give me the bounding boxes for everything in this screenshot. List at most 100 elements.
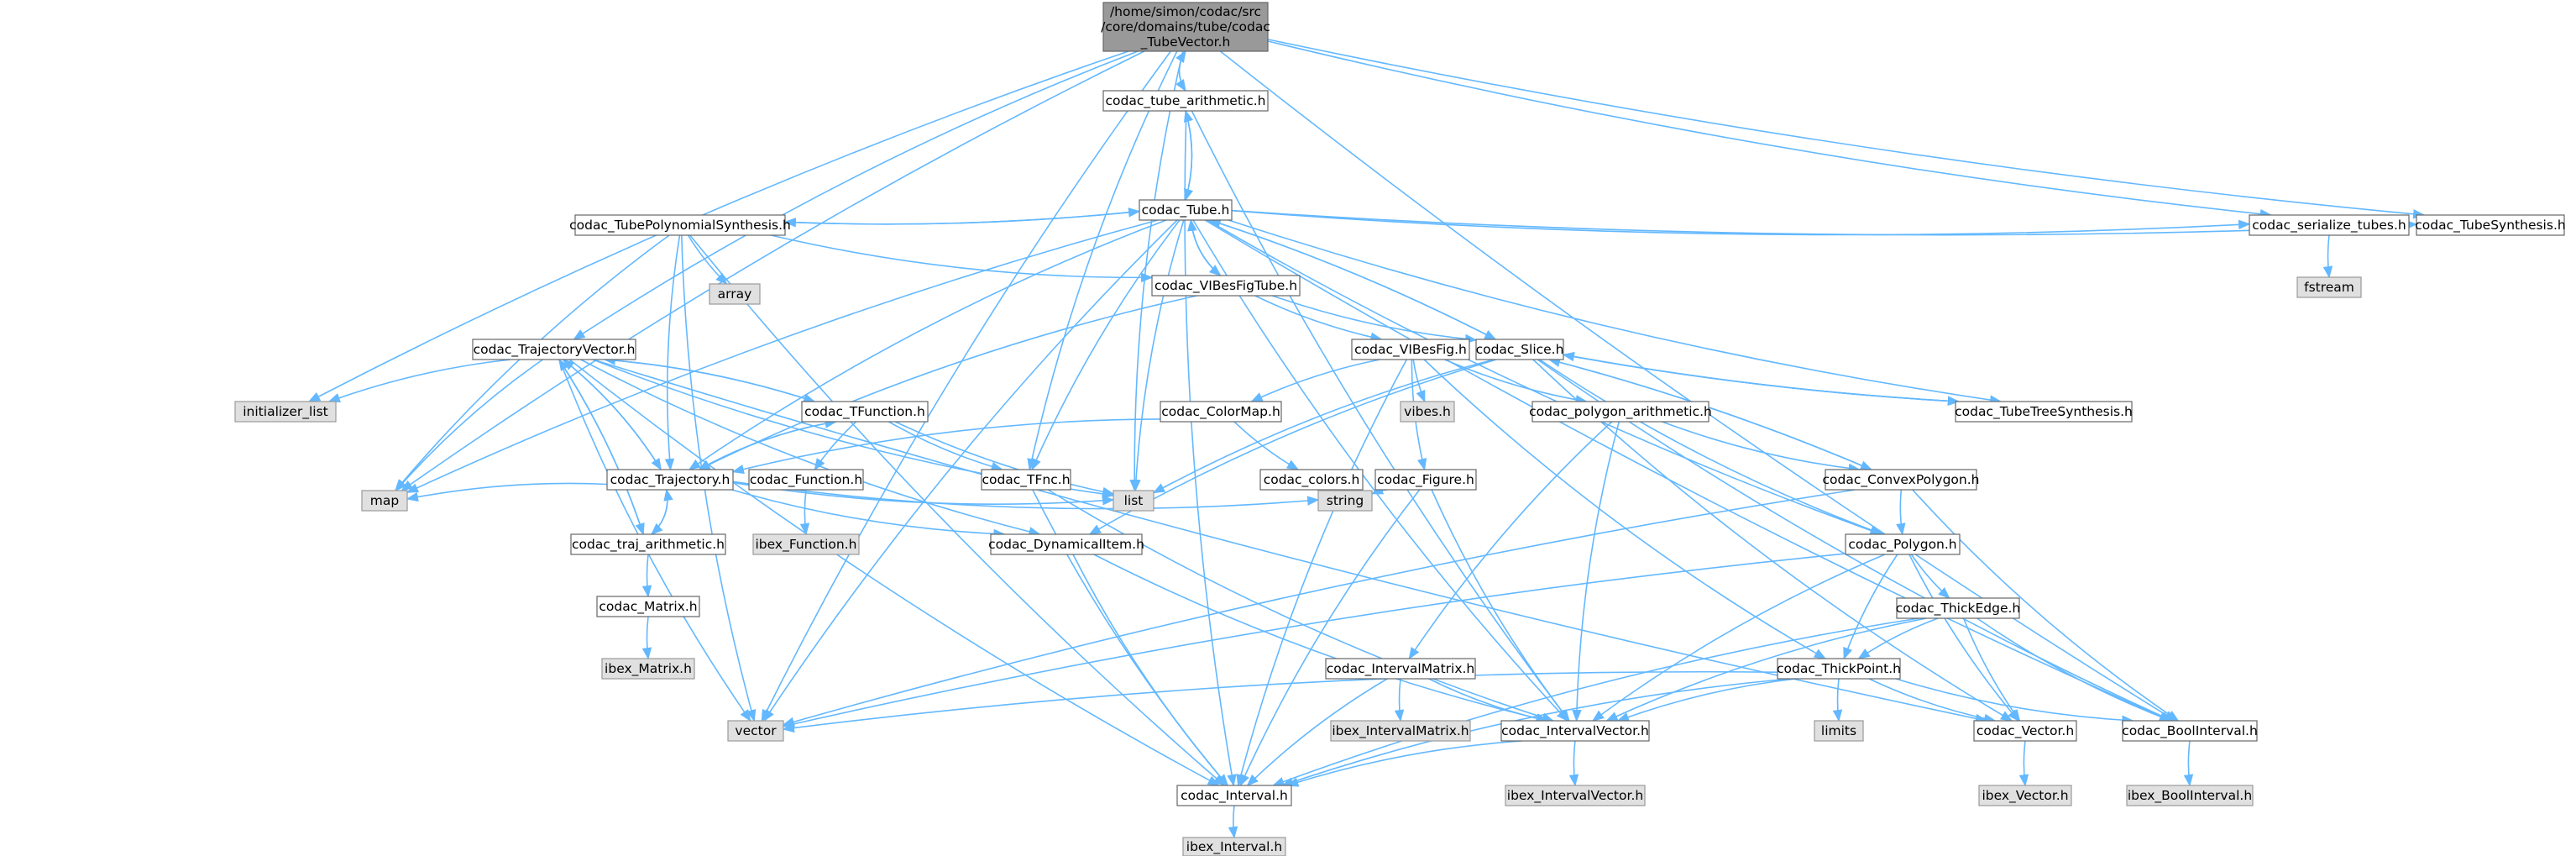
- edge-thickpoint-to-cvector: [1868, 678, 1997, 724]
- node-trajvec[interactable]: codac_TrajectoryVector.h: [472, 339, 636, 360]
- node-label: ibex_Function.h: [755, 537, 856, 553]
- node-function[interactable]: codac_Function.h: [748, 469, 864, 491]
- edge-root-to-map: [401, 50, 1145, 491]
- node-tube[interactable]: codac_Tube.h: [1139, 199, 1233, 221]
- edge-root-to-serialize: [1267, 40, 2273, 219]
- edge-tps-to-trajectory: [664, 234, 681, 471]
- node-trajarith[interactable]: codac_traj_arithmetic.h: [570, 533, 726, 555]
- node-box: [1777, 658, 1901, 680]
- edge-tube_arith-to-intvector: [1191, 110, 1570, 722]
- edge-vibesfigtube-to-vibesfig: [1254, 295, 1383, 342]
- edge-intmatrix-to-ibexintmat: [1394, 678, 1405, 722]
- node-label: codac_IntervalVector.h: [1501, 723, 1649, 739]
- node-polyarith[interactable]: codac_polygon_arithmetic.h: [1529, 401, 1712, 423]
- edge-cvector-to-ibexvec: [2018, 740, 2029, 787]
- node-map: map: [361, 490, 408, 512]
- edge-tps-to-array: [687, 234, 728, 286]
- node-label: fstream: [2304, 280, 2354, 295]
- node-box: [1896, 597, 2020, 619]
- edge-tube-to-intvector: [1192, 219, 1568, 722]
- node-ibexint: ibex_Interval.h: [1182, 837, 1286, 856]
- node-tfnc[interactable]: codac_TFnc.h: [981, 469, 1071, 491]
- edge-tps-to-interval: [689, 234, 1226, 786]
- node-interval[interactable]: codac_Interval.h: [1176, 785, 1292, 806]
- edge-trajarith-to-trajvec: [558, 358, 644, 535]
- edge-tube-to-polygon: [1207, 219, 1882, 536]
- node-cvector[interactable]: codac_Vector.h: [1973, 720, 2077, 742]
- node-vibesfigtube[interactable]: codac_VIBesFigTube.h: [1151, 275, 1301, 297]
- node-label: codac_Slice.h: [1476, 342, 1564, 358]
- node-label: codac_tube_arithmetic.h: [1105, 93, 1265, 109]
- node-label: /core/domains/tube/codac: [1101, 19, 1270, 34]
- edge-tube-to-boolint: [1204, 219, 2172, 722]
- node-label: vector: [735, 723, 777, 738]
- node-label: limits: [1821, 723, 1856, 738]
- node-label: _TubeVector.h: [1140, 34, 1231, 50]
- node-matrix[interactable]: codac_Matrix.h: [596, 596, 700, 617]
- node-polygon[interactable]: codac_Polygon.h: [1845, 533, 1961, 555]
- node-tps[interactable]: codac_TubePolynomialSynthesis.h: [569, 214, 791, 236]
- node-label: ibex_BoolInterval.h: [2128, 788, 2252, 804]
- edge-trajvec-to-map: [395, 359, 543, 492]
- edge-tube-to-trajectory: [688, 219, 1167, 470]
- node-box: [801, 401, 929, 423]
- edge-colormap-to-trajectory: [731, 418, 1161, 475]
- node-ibexvec: ibex_Vector.h: [1978, 785, 2072, 806]
- node-label: codac_VIBesFig.h: [1354, 342, 1467, 358]
- node-dynitem[interactable]: codac_DynamicalItem.h: [988, 533, 1144, 555]
- node-box: [570, 533, 726, 555]
- node-label: ibex_Matrix.h: [605, 661, 692, 677]
- node-box: [1978, 785, 2072, 806]
- edge-tube-to-serialize: [1231, 209, 2251, 236]
- edge-trajvec-to-cvector: [593, 359, 1988, 723]
- node-serialize[interactable]: codac_serialize_tubes.h: [2249, 214, 2410, 236]
- node-boolint[interactable]: codac_BoolInterval.h: [2122, 720, 2258, 742]
- node-label: codac_ConvexPolygon.h: [1822, 472, 1979, 488]
- node-slice[interactable]: codac_Slice.h: [1475, 339, 1564, 360]
- node-thickedge[interactable]: codac_ThickEdge.h: [1896, 597, 2020, 619]
- node-box: [1845, 533, 1961, 555]
- node-tfunction[interactable]: codac_TFunction.h: [801, 401, 929, 423]
- node-box: [2122, 720, 2258, 742]
- edge-polygon-to-intvector: [1591, 554, 1886, 722]
- node-array: array: [709, 283, 761, 305]
- node-trajectory[interactable]: codac_Trajectory.h: [606, 469, 734, 491]
- node-intvector[interactable]: codac_IntervalVector.h: [1500, 720, 1650, 742]
- node-box: [574, 214, 786, 236]
- node-ibexintvec: ibex_IntervalVector.h: [1505, 785, 1646, 806]
- edge-trajvec-to-trajarith: [558, 359, 645, 536]
- edge-polygon-to-thickpoint: [1843, 554, 1898, 660]
- node-tube_arith[interactable]: codac_tube_arithmetic.h: [1102, 90, 1269, 112]
- node-label: codac_BoolInterval.h: [2122, 723, 2258, 739]
- node-tubesynth[interactable]: codac_TubeSynthesis.h: [2415, 214, 2566, 236]
- node-string: string: [1317, 490, 1373, 512]
- node-tubetree[interactable]: codac_TubeTreeSynthesis.h: [1955, 401, 2133, 423]
- edge-tubetree-to-slice: [1562, 351, 1959, 402]
- node-colors[interactable]: codac_colors.h: [1259, 469, 1364, 491]
- node-label: ibex_Interval.h: [1186, 839, 1282, 855]
- node-box: [1259, 469, 1364, 491]
- node-box: [1500, 720, 1650, 742]
- node-label: codac_serialize_tubes.h: [2252, 218, 2406, 234]
- edge-tube-to-vector: [763, 219, 1178, 722]
- node-colormap[interactable]: codac_ColorMap.h: [1160, 401, 1282, 423]
- node-thickpoint[interactable]: codac_ThickPoint.h: [1777, 658, 1901, 680]
- edge-serialize-to-fstream: [2322, 234, 2333, 279]
- node-vibesfig[interactable]: codac_VIBesFig.h: [1351, 339, 1470, 360]
- edge-thickpoint-to-limits: [1832, 678, 1843, 722]
- node-box: [1160, 401, 1282, 423]
- edge-polyarith-to-intvector: [1572, 421, 1620, 722]
- edge-root-to-tfnc: [1027, 50, 1178, 471]
- node-box: [1825, 469, 1977, 491]
- node-convexpoly[interactable]: codac_ConvexPolygon.h: [1822, 469, 1980, 491]
- edge-tube_arith-to-root: [1175, 50, 1186, 92]
- node-label: codac_ThickEdge.h: [1896, 601, 2020, 617]
- edge-tube-to-tubesynth: [1231, 209, 2418, 236]
- edge-tube-to-tfnc: [1031, 219, 1181, 471]
- node-figure[interactable]: codac_Figure.h: [1374, 469, 1477, 491]
- node-limits: limits: [1814, 720, 1864, 742]
- edge-tube-to-tubetree: [1228, 219, 2003, 405]
- edge-intvector-to-ibexintvec: [1568, 740, 1579, 787]
- edge-root-to-trajvec: [573, 50, 1139, 340]
- node-intmatrix[interactable]: codac_IntervalMatrix.h: [1325, 658, 1476, 680]
